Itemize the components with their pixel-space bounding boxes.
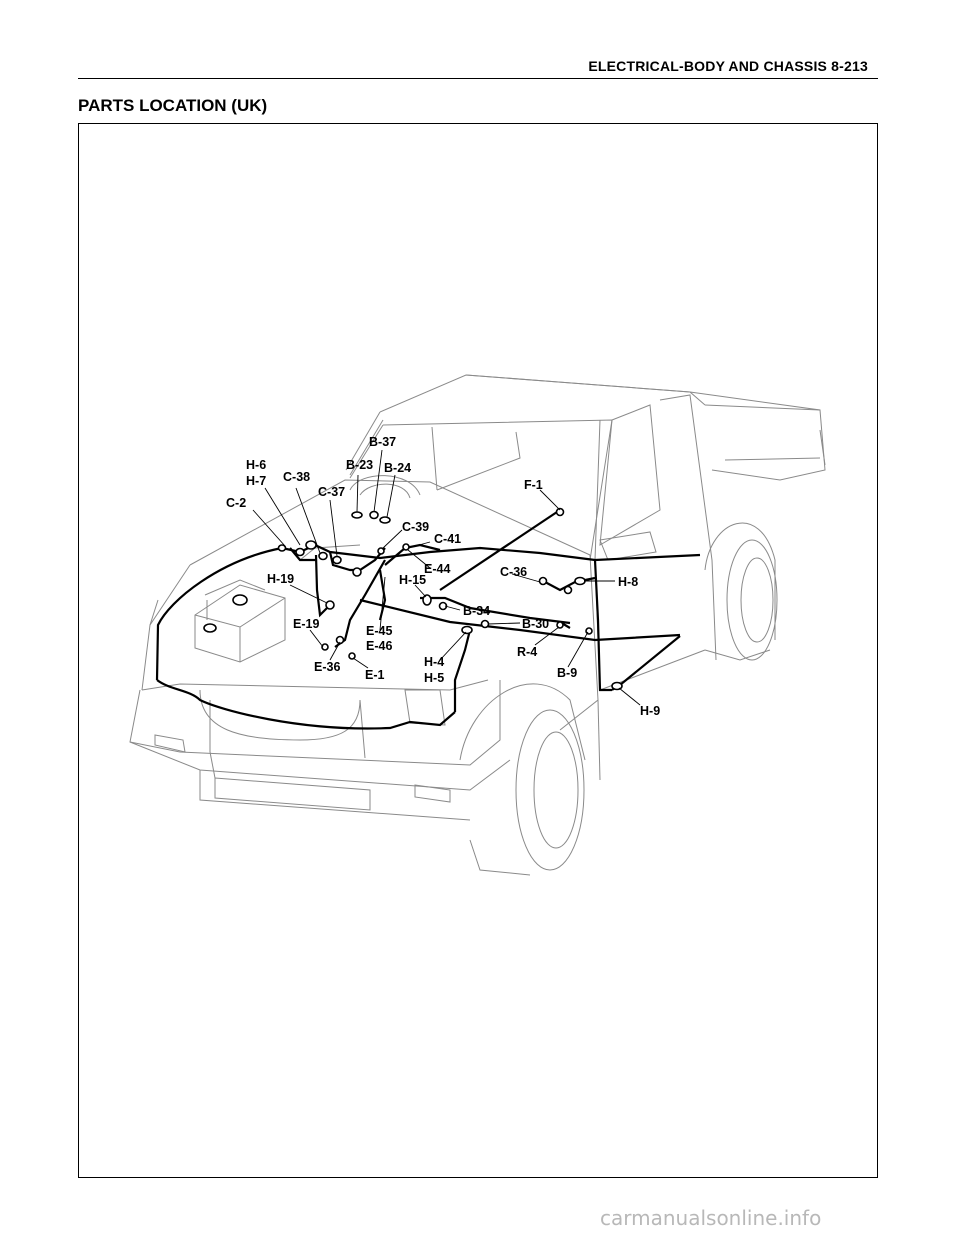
label-h9: H-9 [640,704,660,718]
label-h4: H-4 [424,655,444,669]
label-b30: B-30 [522,617,549,631]
label-c36: C-36 [500,565,527,579]
label-e19: E-19 [293,617,319,631]
leader-lines [252,449,641,706]
truck-wiring-diagram: H-6 H-7 C-38 C-2 B-37 B-23 B-24 C-37 F-1… [129,374,826,876]
figure-frame: H-6 H-7 C-38 C-2 B-37 B-23 B-24 C-37 F-1… [78,123,878,1178]
label-e45: E-45 [366,624,392,638]
label-c37: C-37 [318,485,345,499]
label-h19: H-19 [267,572,294,586]
label-c2: C-2 [226,496,246,510]
connectors [203,507,623,691]
label-h5: H-5 [424,671,444,685]
label-b24: B-24 [384,461,411,475]
label-h6: H-6 [246,458,266,472]
label-b34: B-34 [463,604,490,618]
label-b9: B-9 [557,666,577,680]
label-r4: R-4 [517,645,537,659]
label-c41: C-41 [434,532,461,546]
page-header: ELECTRICAL-BODY AND CHASSIS 8-213 [78,58,878,79]
label-c39: C-39 [402,520,429,534]
label-h15: H-15 [399,573,426,587]
component-labels: H-6 H-7 C-38 C-2 B-37 B-23 B-24 C-37 F-1… [226,435,660,718]
watermark: carmanualsonline.info [600,1206,822,1230]
label-e46: E-46 [366,639,392,653]
label-f1: F-1 [524,478,543,492]
label-h7: H-7 [246,474,266,488]
header-title: ELECTRICAL-BODY AND CHASSIS 8-213 [588,58,868,74]
label-b37: B-37 [369,435,396,449]
label-h8: H-8 [618,575,638,589]
label-e44: E-44 [424,562,450,576]
section-title: PARTS LOCATION (UK) [78,96,268,115]
label-b23: B-23 [346,458,373,472]
label-e36: E-36 [314,660,340,674]
label-c38: C-38 [283,470,310,484]
truck-outline [129,374,826,876]
label-e1: E-1 [365,668,385,682]
